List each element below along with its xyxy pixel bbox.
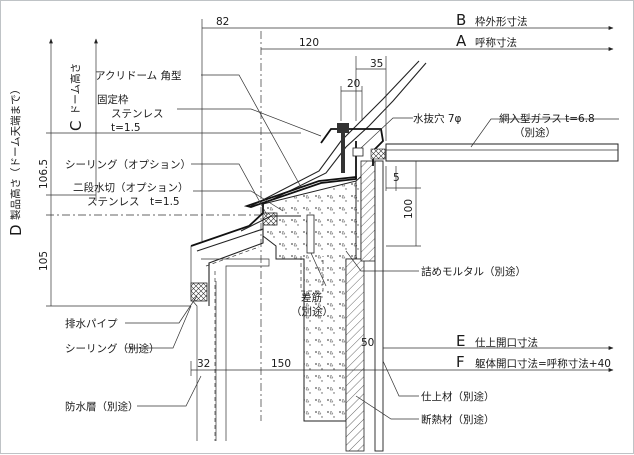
dim-120: 120	[299, 37, 319, 49]
label-f-letter: F	[456, 353, 465, 371]
label-a-letter: A	[456, 32, 467, 50]
finish-board	[374, 160, 384, 452]
dim-5: 5	[393, 172, 400, 184]
label-acryl-dome: アクリドーム 角型	[95, 69, 182, 82]
label-sealing: シーリング（別途）	[65, 342, 160, 355]
fixed-frame	[320, 128, 384, 166]
label-anchor-rod-note: （別途）	[291, 305, 333, 318]
dim-32: 32	[197, 358, 210, 370]
label-e: 仕上開口寸法	[475, 336, 538, 349]
label-wired-glass: 網入型ガラス t=6.8	[499, 112, 595, 125]
label-c-letter: C	[67, 121, 85, 131]
label-drain-pipe: 排水パイプ	[65, 317, 118, 330]
label-insulation: 断熱材（別途）	[421, 413, 495, 426]
label-water-cut: 二段水切（オプション）	[73, 181, 189, 194]
label-fixed-frame: 固定枠	[97, 93, 129, 106]
label-c: ドーム高さ	[69, 63, 82, 115]
label-finish: 仕上材（別途）	[421, 390, 495, 403]
label-b-letter: B	[456, 11, 466, 29]
dim-35: 35	[370, 58, 383, 70]
insulation-layer	[345, 258, 365, 452]
label-d-letter: D	[7, 224, 25, 236]
dim-82: 82	[216, 16, 229, 28]
label-e-letter: E	[456, 332, 465, 350]
dim-50: 50	[361, 337, 374, 349]
drain-pipe	[190, 282, 208, 302]
label-fixed-frame-material: ステンレス	[111, 108, 164, 120]
label-wired-glass-note: （別途）	[514, 126, 556, 139]
dim-105: 105	[38, 251, 50, 271]
anchor-rod	[306, 214, 315, 254]
label-waterproof: 防水層（別途）	[65, 400, 139, 413]
dim-150: 150	[271, 358, 291, 370]
label-f: 躯体開口寸法=呼称寸法+40	[475, 357, 611, 370]
label-anchor-rod: 差筋	[301, 291, 322, 304]
label-water-cut-material: ステンレス t=1.5	[87, 196, 180, 208]
label-d: 製品高さ（ドーム天端まで）	[9, 84, 22, 220]
label-mortar: 詰めモルタル（別途）	[421, 265, 526, 278]
wired-glass	[385, 143, 619, 162]
dim-20: 20	[347, 78, 360, 90]
dome-outline	[250, 60, 420, 207]
dim-100: 100	[403, 199, 415, 219]
label-a: 呼称寸法	[475, 36, 517, 49]
dim-106-5: 106.5	[38, 159, 50, 189]
label-drain-hole: 水抜穴 7φ	[413, 112, 462, 125]
label-fixed-frame-thickness: t=1.5	[111, 122, 141, 134]
label-sealing-option: シーリング（オプション）	[65, 158, 191, 171]
label-b: 枠外形寸法	[475, 15, 528, 28]
